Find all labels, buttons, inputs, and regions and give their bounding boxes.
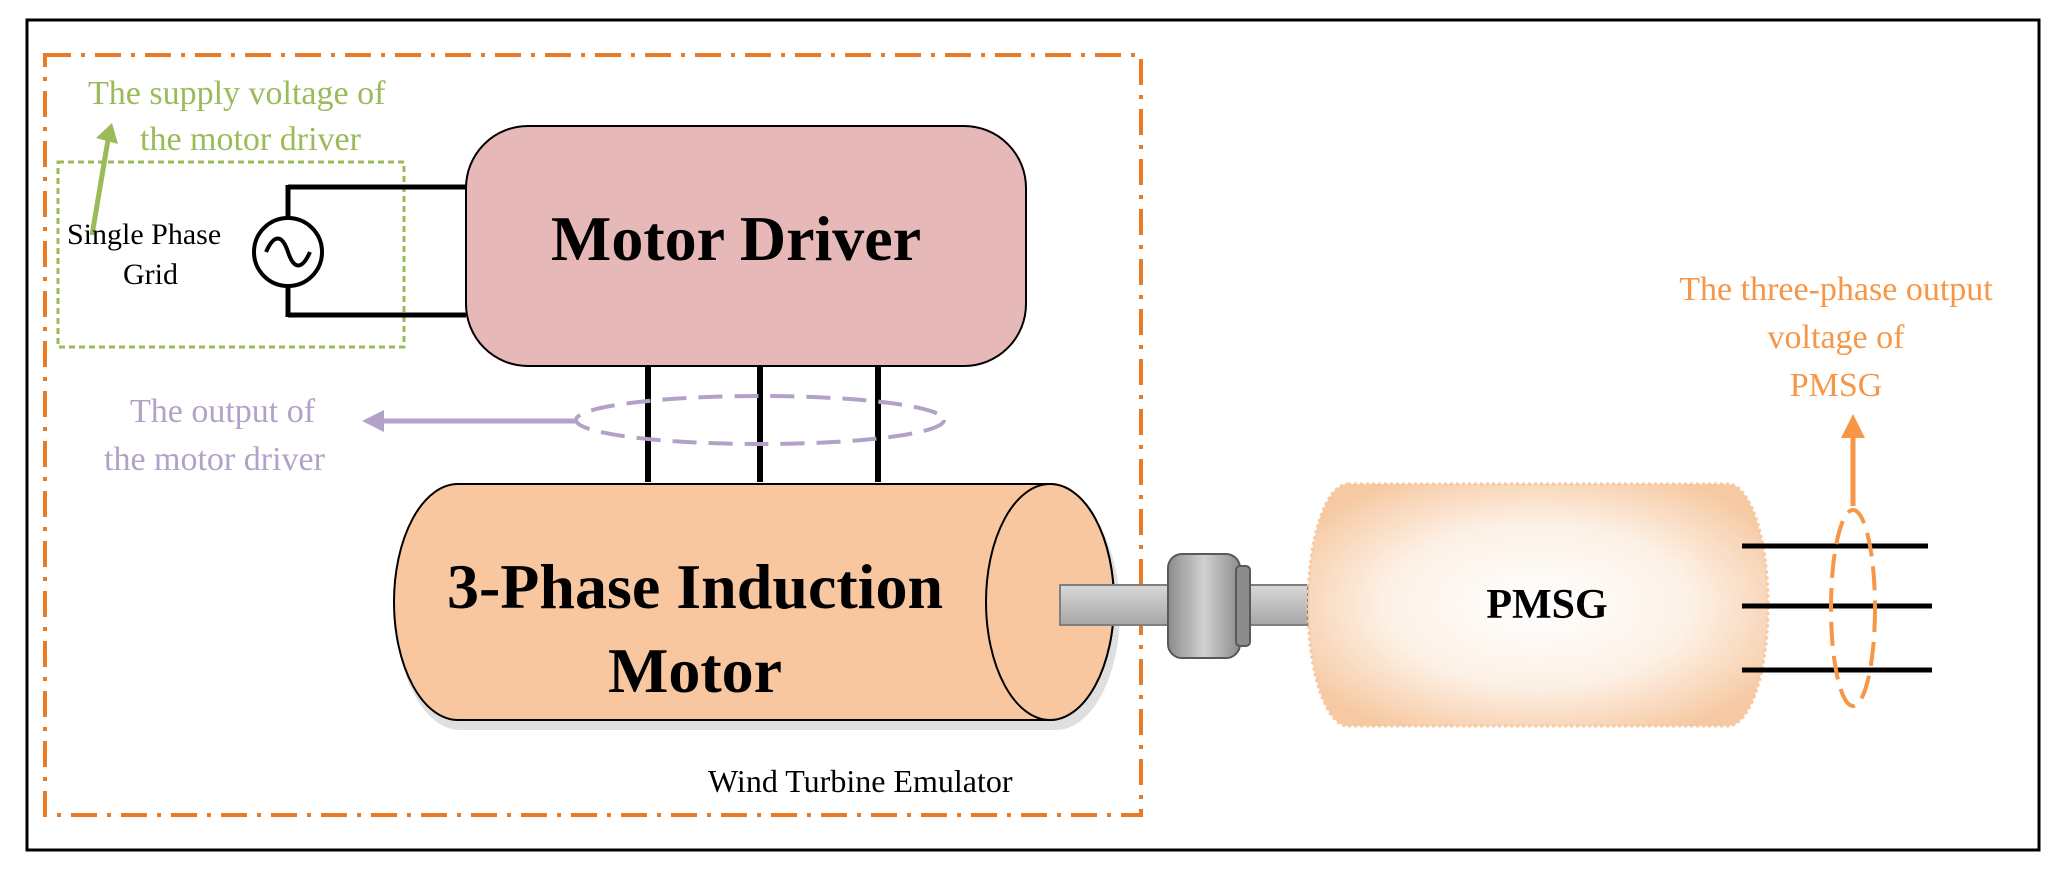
driver-output-label-line1: The output of xyxy=(130,393,316,430)
sine-wave-icon xyxy=(264,236,312,268)
grid-supply-box xyxy=(56,160,406,349)
shaft-coupling-collar xyxy=(1235,565,1251,647)
emulator-label: Wind Turbine Emulator xyxy=(708,763,1013,799)
driver-output-arrowhead xyxy=(362,410,384,432)
pmsg-output-ellipse xyxy=(1829,508,1877,708)
grid-label-line1: Single Phase xyxy=(67,218,221,251)
motor-label-line2: Motor xyxy=(608,635,782,706)
motor-driver-label: Motor Driver xyxy=(551,203,921,274)
supply-voltage-arrow xyxy=(89,139,111,236)
pmsg-output-arrowhead xyxy=(1841,414,1865,438)
emulator-boundary xyxy=(43,53,1143,817)
pmsg-label: PMSG xyxy=(1486,582,1607,628)
supply-voltage-label-line1: The supply voltage of xyxy=(88,75,386,112)
pmsg-output-label-line1: The three-phase output xyxy=(1679,271,1993,308)
outer-frame xyxy=(25,18,2041,852)
grid-label-line2: Grid xyxy=(123,258,178,291)
supply-voltage-arrowhead xyxy=(96,123,118,144)
motor-label-line1: 3-Phase Induction xyxy=(447,551,943,622)
shaft-coupling xyxy=(1167,553,1241,659)
motor-driver-block xyxy=(465,125,1027,367)
driver-output-label-line2: the motor driver xyxy=(104,441,326,478)
pmsg-output-label-line2: voltage of xyxy=(1768,319,1906,356)
motor-shaft xyxy=(1059,584,1171,626)
pmsg-body xyxy=(1306,482,1770,728)
pmsg-output-label-line3: PMSG xyxy=(1790,367,1883,404)
supply-voltage-label-line2: the motor driver xyxy=(140,121,362,158)
